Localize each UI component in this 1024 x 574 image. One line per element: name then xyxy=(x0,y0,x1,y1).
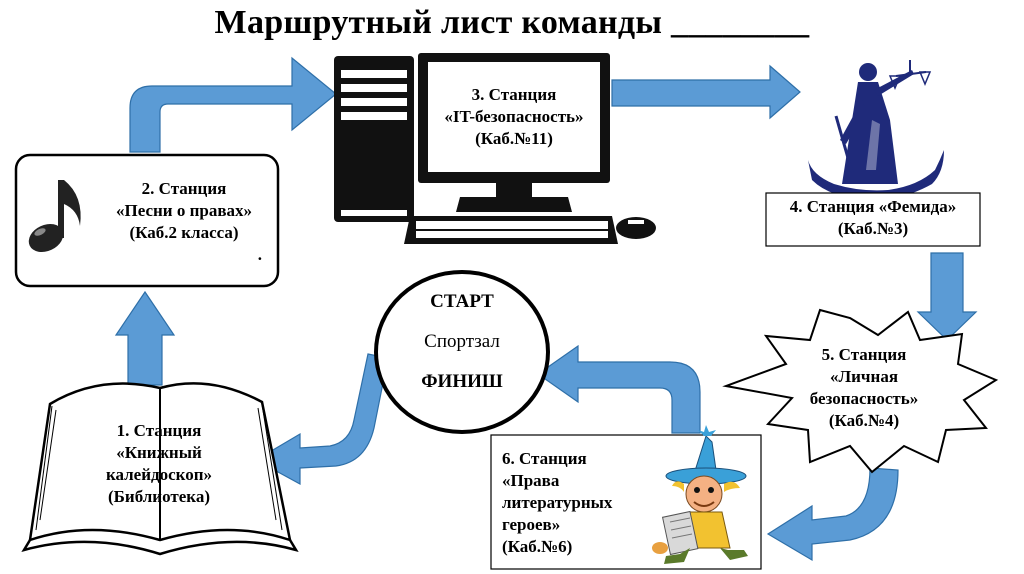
station-6-label: 6. Станция «Права литературных героев» (… xyxy=(502,448,652,558)
station-4-line1: 4. Станция «Фемида» xyxy=(789,197,957,216)
station-1-line1: 1. Станция xyxy=(116,421,202,440)
arrow-start-to-book xyxy=(254,353,389,486)
station-2-box xyxy=(14,153,280,288)
start-circle xyxy=(374,270,550,434)
computer-icon xyxy=(334,53,656,244)
themis-statue-icon xyxy=(808,60,944,200)
station-3-line2: «IT-безопасность» xyxy=(444,107,584,126)
station-6-line1: 6. Станция xyxy=(502,449,587,468)
page-title: Маршрутный лист команды ________ xyxy=(214,4,810,41)
station-2-line3: (Каб.2 класса) xyxy=(129,223,239,242)
arrow-personal-to-heroes xyxy=(766,467,899,562)
station-5-line2: «Личная xyxy=(829,367,899,386)
station-2-line2: «Песни о правах» xyxy=(115,201,253,220)
station-1-line3: калейдоскоп» xyxy=(105,465,213,484)
station-6-line3: литературных xyxy=(502,493,613,512)
station-6-line4: героев» xyxy=(502,515,561,534)
arrow-heroes-to-start xyxy=(536,344,701,434)
start-line3: ФИНИШ xyxy=(421,371,503,392)
station-3-line1: 3. Станция xyxy=(471,85,557,104)
arrow-it-to-femida xyxy=(611,64,801,120)
station-5-line3: безопасность» xyxy=(809,389,919,408)
station-6-line2: «Права xyxy=(502,471,560,490)
cartoon-character-icon xyxy=(652,425,748,564)
station-5-label: 5. Станция «Личная безопасность» (Каб.№4… xyxy=(766,344,962,432)
station-3-line3: (Каб.№11) xyxy=(475,129,553,148)
station-1-line4: (Библиотека) xyxy=(108,487,210,506)
station-3-label: 3. Станция «IT-безопасность» (Каб.№11) xyxy=(428,84,600,150)
station-5-line1: 5. Станция xyxy=(821,345,907,364)
station-6-line5: (Каб.№6) xyxy=(502,537,573,556)
station-1-label: 1. Станция «Книжный калейдоскоп» (Библио… xyxy=(64,420,254,508)
start-label: СТАРТ Спортзал ФИНИШ xyxy=(380,290,544,394)
start-line1: СТАРТ xyxy=(430,291,494,312)
station-5-starburst xyxy=(722,308,999,474)
music-note-icon xyxy=(28,180,81,253)
station-2-line1: 2. Станция xyxy=(141,179,227,198)
station-4-box xyxy=(765,192,981,247)
arrow-femida-to-personal xyxy=(916,252,978,341)
station-2-line4: . xyxy=(257,245,262,264)
start-line2: Спортзал xyxy=(424,331,500,352)
arrow-book-to-songs xyxy=(114,290,176,386)
arrow-songs-to-it xyxy=(129,56,337,153)
station-4-line2: (Каб.№3) xyxy=(837,219,909,238)
station-4-label: 4. Станция «Фемида» (Каб.№3) xyxy=(766,196,980,240)
open-book-icon xyxy=(21,382,299,556)
station-5-line4: (Каб.№4) xyxy=(828,411,900,430)
station-1-line2: «Книжный xyxy=(116,443,202,462)
station-2-label: 2. Станция «Песни о правах» (Каб.2 класс… xyxy=(92,178,276,266)
